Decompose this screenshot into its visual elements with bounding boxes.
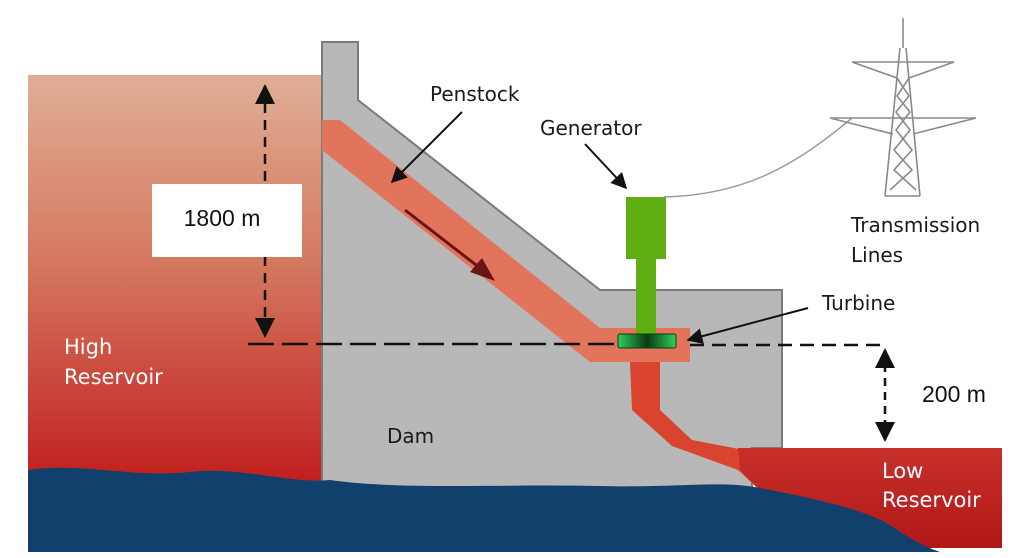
- penstock-label: Penstock: [430, 82, 520, 106]
- flow-arrow: [404, 208, 495, 281]
- low-reservoir-label-line1: Low: [882, 459, 923, 483]
- turbine-label: Turbine: [821, 291, 895, 315]
- penstock-pointer: [390, 111, 463, 184]
- high-reservoir-label-line2: Reservoir: [64, 365, 163, 389]
- generator-shaft: [636, 258, 656, 340]
- turbine: [617, 333, 677, 349]
- transmission-label-line1: Transmission: [850, 213, 980, 237]
- high-reservoir-label-line1: High: [64, 335, 112, 359]
- water-ground: [28, 467, 940, 552]
- dam-label: Dam: [387, 424, 434, 448]
- outflow-channel: [630, 362, 770, 500]
- generator-block: [626, 197, 666, 259]
- generator-pointer: [584, 143, 628, 190]
- generator-label: Generator: [540, 116, 642, 140]
- low-reservoir-label-line2: Reservoir: [882, 488, 981, 512]
- transmission-cable: [663, 117, 853, 198]
- transmission-tower: [829, 18, 977, 197]
- lower-head-label: 200 m: [922, 381, 986, 407]
- upper-head-label-box: [152, 184, 302, 257]
- upper-head-label: 1800 m: [184, 205, 261, 231]
- turbine-pointer: [686, 307, 809, 345]
- penstock-pipe: [322, 120, 690, 362]
- high-reservoir: [28, 75, 328, 495]
- transmission-label-line2: Lines: [851, 243, 903, 267]
- low-reservoir: [738, 448, 1002, 548]
